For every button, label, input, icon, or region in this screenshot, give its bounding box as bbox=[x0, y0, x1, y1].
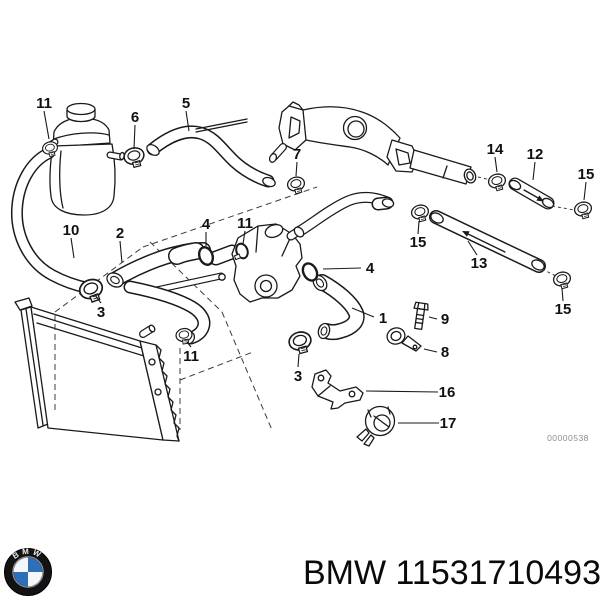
holder-17 bbox=[356, 405, 396, 447]
callout-4-left: 4 bbox=[202, 216, 211, 233]
clamp-15-bottom bbox=[551, 269, 574, 291]
callout-16: 16 bbox=[439, 384, 456, 401]
clamp-3-hose1 bbox=[286, 328, 315, 357]
logo-quadrant-sw bbox=[13, 572, 28, 587]
heater-hose bbox=[293, 191, 395, 238]
hose-13 bbox=[429, 210, 546, 273]
callout-15-right: 15 bbox=[578, 166, 595, 183]
callout-11-tank: 11 bbox=[36, 95, 52, 112]
seal-ring-4-left bbox=[197, 246, 215, 266]
hose-2 bbox=[106, 242, 211, 288]
seal-ring-4-right bbox=[301, 262, 319, 282]
callout-5: 5 bbox=[182, 95, 190, 112]
callout-13: 13 bbox=[471, 255, 488, 272]
callout-15-center: 15 bbox=[410, 234, 427, 251]
pipe-clip-8 bbox=[386, 327, 422, 352]
bleed-tube bbox=[195, 118, 248, 130]
part-number-text: BMW 11531710493 bbox=[303, 554, 600, 592]
radiator-ribs bbox=[155, 344, 180, 442]
callout-1: 1 bbox=[379, 310, 387, 327]
callout-15-bottom: 15 bbox=[555, 301, 572, 318]
callout-12: 12 bbox=[527, 146, 544, 163]
thermostat-housing bbox=[208, 223, 305, 303]
bmw-logo: BMW bbox=[4, 547, 52, 596]
callout-9: 9 bbox=[441, 311, 449, 328]
bracket-16 bbox=[311, 369, 364, 410]
callout-3-radiator: 3 bbox=[97, 304, 105, 321]
callout-4-right: 4 bbox=[366, 260, 375, 277]
callout-6: 6 bbox=[131, 109, 139, 126]
callouts: 11 6 5 7 14 12 15 10 2 4 11 15 4 13 1 9 … bbox=[36, 95, 594, 432]
metal-water-pipe bbox=[268, 101, 477, 185]
callout-10: 10 bbox=[63, 222, 80, 239]
logo-quadrant-se bbox=[28, 572, 43, 587]
bolt-9 bbox=[413, 301, 429, 331]
flow-arrow bbox=[523, 189, 544, 202]
logo-quadrant-ne bbox=[28, 557, 43, 572]
hose-10 bbox=[10, 147, 94, 294]
clamp-15-center bbox=[409, 202, 432, 224]
drawing-number-watermark: 00000538 bbox=[547, 433, 589, 443]
clamp-15-right bbox=[572, 199, 595, 221]
callout-11-housing: 11 bbox=[237, 215, 253, 232]
hose-1 bbox=[312, 274, 365, 341]
logo-quadrant-nw bbox=[13, 557, 28, 572]
callout-17: 17 bbox=[440, 415, 457, 432]
radiator bbox=[14, 297, 180, 442]
engine-ghost-outline bbox=[54, 186, 318, 431]
clamp-11-housing bbox=[233, 242, 249, 261]
hose-12 bbox=[508, 177, 555, 210]
callout-7: 7 bbox=[293, 146, 301, 163]
expansion-tank bbox=[43, 102, 125, 216]
clamp-14 bbox=[486, 171, 509, 193]
flow-arrow bbox=[462, 231, 506, 253]
hose-5 bbox=[146, 118, 276, 188]
callout-2: 2 bbox=[116, 225, 124, 242]
callout-11-lower: 11 bbox=[183, 348, 199, 365]
callout-8: 8 bbox=[441, 344, 449, 361]
callout-3-hose1: 3 bbox=[294, 368, 302, 385]
clamp-6 bbox=[121, 144, 148, 170]
callout-14: 14 bbox=[487, 141, 504, 158]
axis-connectors bbox=[477, 176, 575, 277]
leader-lines bbox=[43, 110, 587, 424]
clamp-7 bbox=[285, 174, 308, 196]
